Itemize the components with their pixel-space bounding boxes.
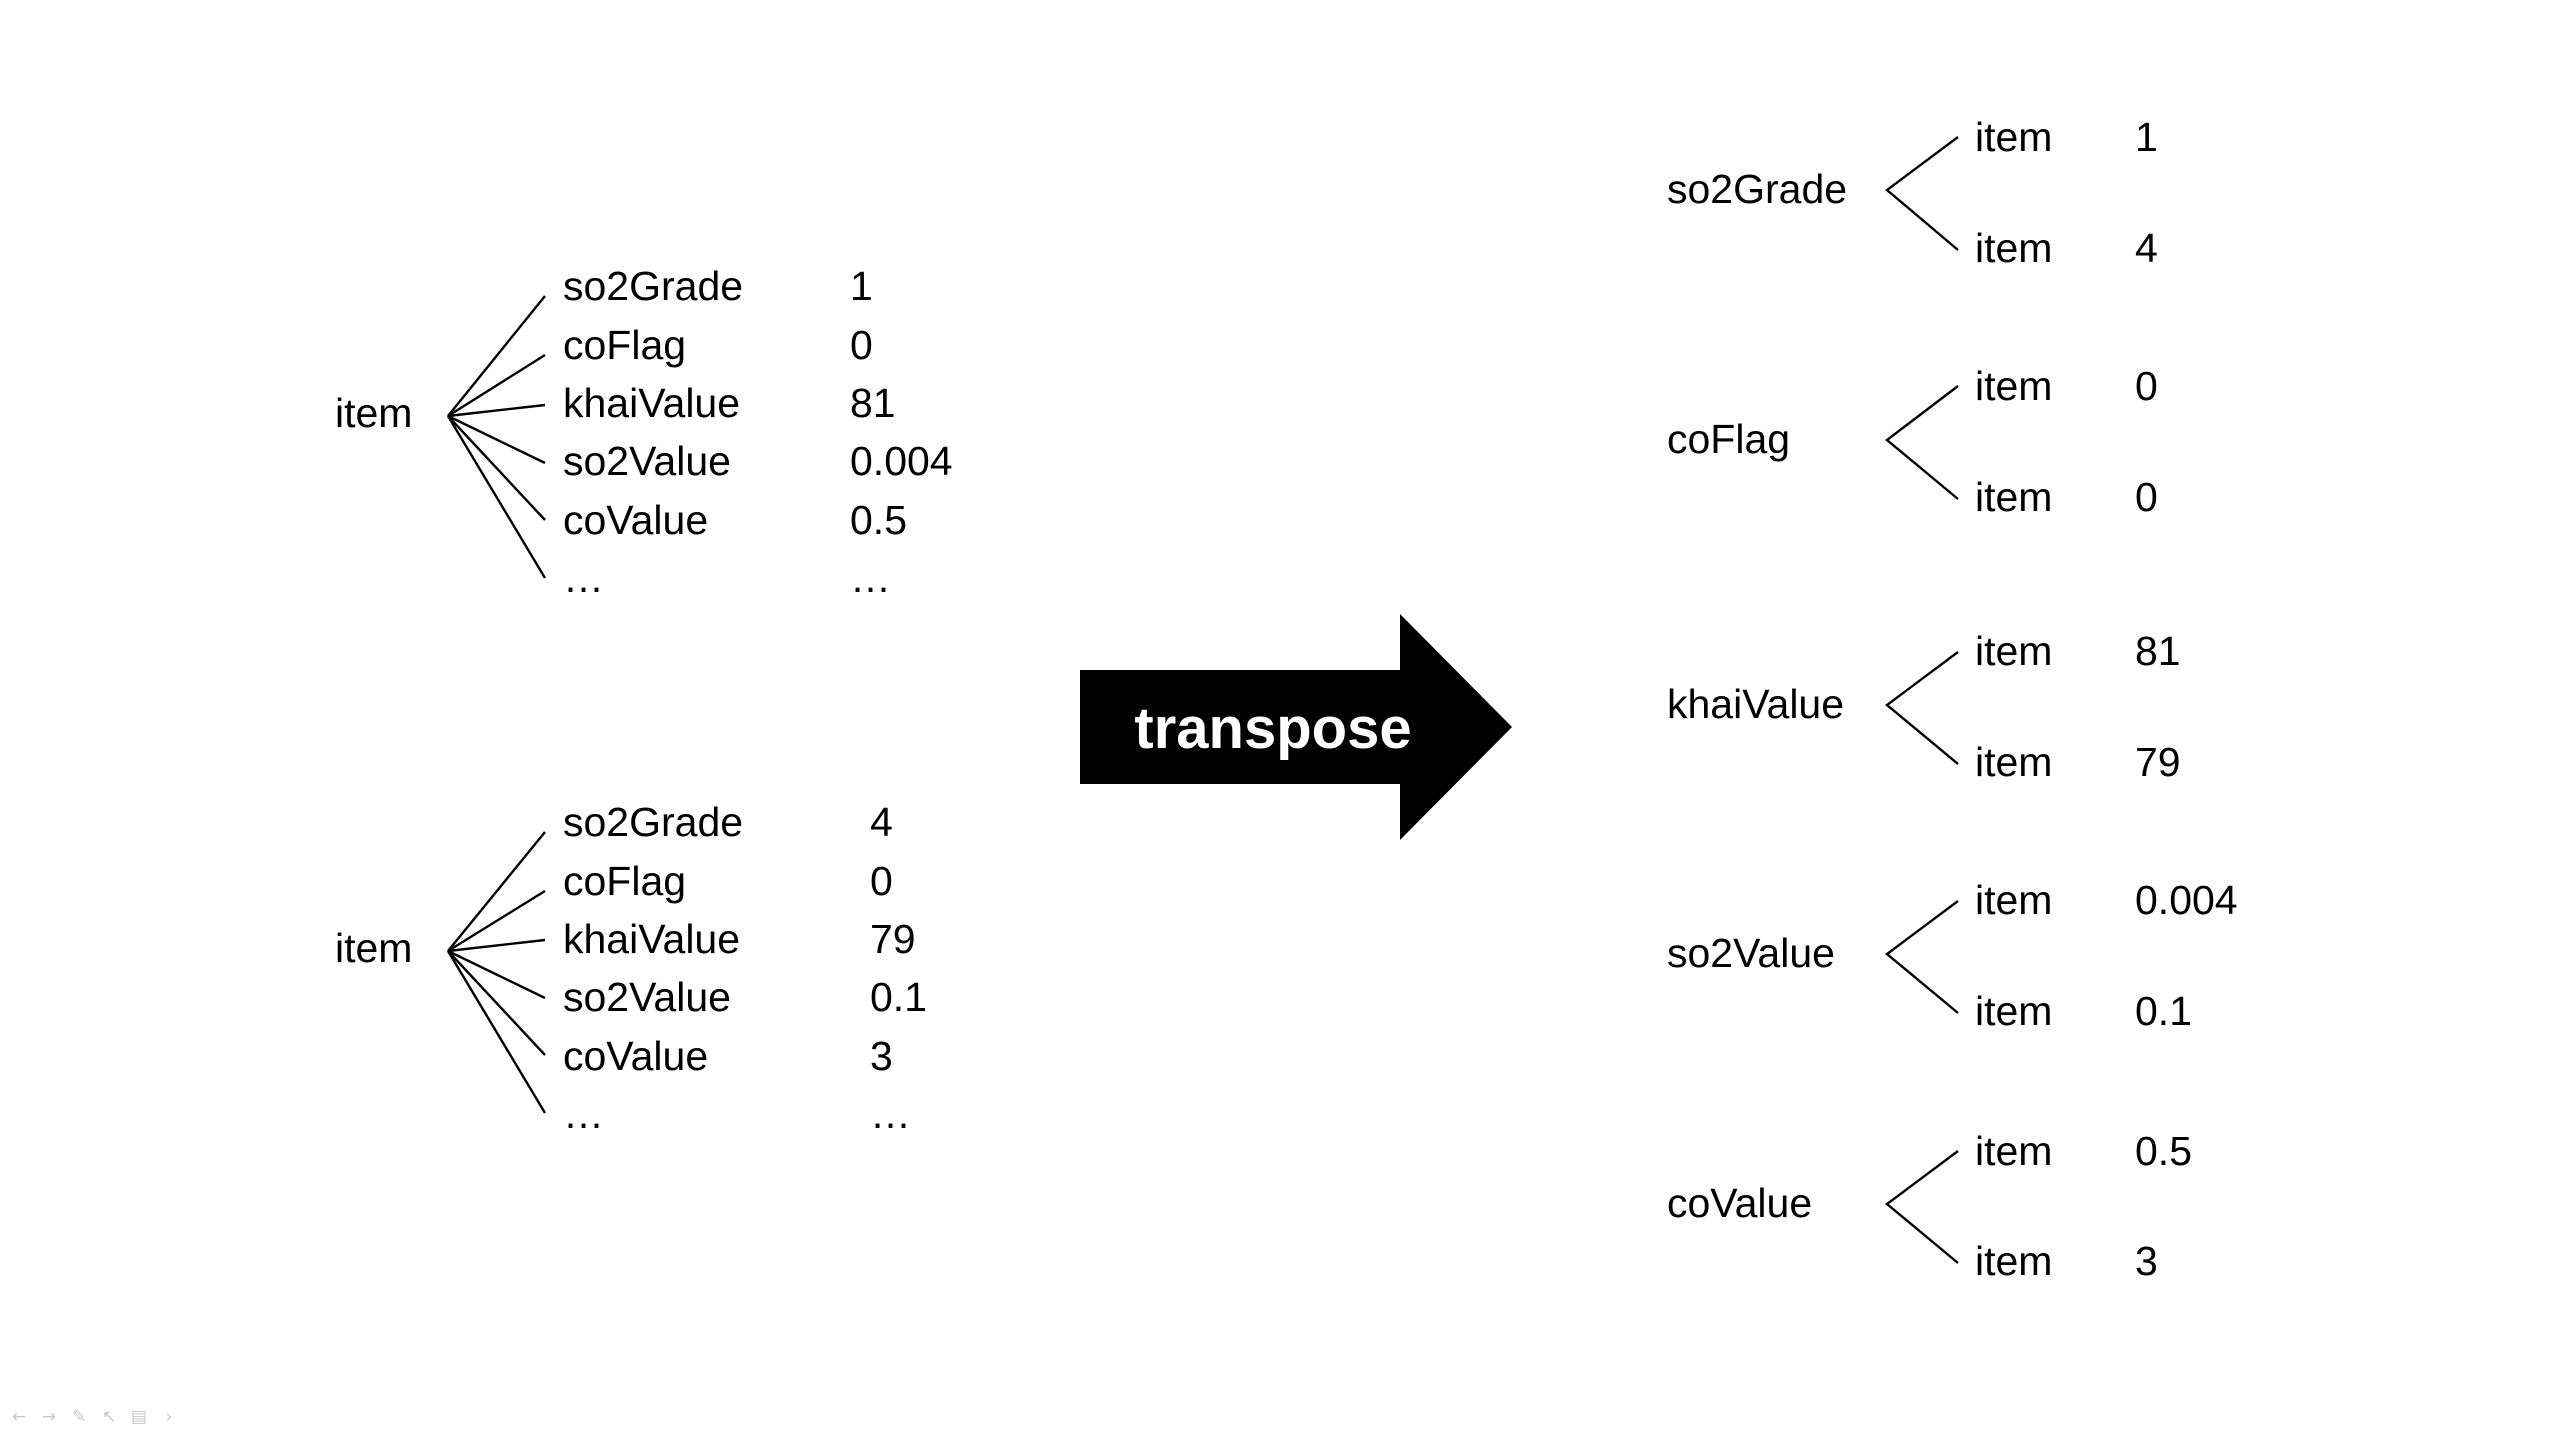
- group-field-label: so2Value: [1667, 930, 1835, 976]
- transposed-group-so2value: so2Value item item 0.004 0.1: [1667, 877, 2238, 1034]
- transposed-group-covalue: coValue item item 0.5 3: [1667, 1128, 2192, 1284]
- group-item-value: 79: [2135, 739, 2181, 785]
- transposed-group-coflag: coFlag item item 0 0: [1667, 363, 2158, 520]
- group-item-label: item: [1975, 628, 2052, 674]
- transpose-arrow: transpose: [1080, 614, 1512, 840]
- field-value: 0: [850, 322, 873, 368]
- field-key: coValue: [563, 497, 708, 543]
- transposed-group-khaivalue: khaiValue item item 81 79: [1667, 628, 2181, 785]
- field-key: coFlag: [563, 322, 686, 368]
- field-key: khaiValue: [563, 916, 740, 962]
- group-item-label: item: [1975, 363, 2052, 409]
- transpose-label: transpose: [1134, 696, 1411, 761]
- field-value: 0.5: [850, 497, 907, 543]
- field-key: coFlag: [563, 858, 686, 904]
- group-item-label: item: [1975, 114, 2052, 160]
- group-item-value: 81: [2135, 628, 2181, 674]
- record-root-label: item: [335, 390, 412, 436]
- group-item-label: item: [1975, 225, 2052, 271]
- group-field-label: so2Grade: [1667, 166, 1847, 212]
- group-item-value: 0.5: [2135, 1128, 2192, 1174]
- arrow-right-icon[interactable]: →: [41, 1407, 57, 1427]
- group-field-label: coValue: [1667, 1180, 1812, 1226]
- field-value: 0: [870, 858, 893, 904]
- group-item-label: item: [1975, 474, 2052, 520]
- field-key: khaiValue: [563, 380, 740, 426]
- group-item-label: item: [1975, 739, 2052, 785]
- chevron-right-icon[interactable]: ›: [165, 1407, 173, 1427]
- field-value: …: [870, 1091, 911, 1137]
- field-key: …: [563, 555, 604, 601]
- group-item-value: 4: [2135, 225, 2158, 271]
- field-key: so2Value: [563, 438, 731, 484]
- group-item-label: item: [1975, 988, 2052, 1034]
- record-root-label: item: [335, 925, 412, 971]
- group-item-label: item: [1975, 877, 2052, 923]
- field-key: so2Value: [563, 974, 731, 1020]
- group-item-label: item: [1975, 1238, 2052, 1284]
- group-item-value: 0: [2135, 474, 2158, 520]
- field-value: 0.004: [850, 438, 953, 484]
- group-field-label: coFlag: [1667, 416, 1790, 462]
- group-field-label: khaiValue: [1667, 681, 1844, 727]
- field-value: 81: [850, 380, 896, 426]
- group-item-label: item: [1975, 1128, 2052, 1174]
- arrow-left-icon[interactable]: ←: [11, 1407, 27, 1427]
- field-value: 79: [870, 916, 916, 962]
- field-value: 1: [850, 263, 873, 309]
- slides-icon[interactable]: ▤: [130, 1407, 148, 1427]
- group-item-value: 0.004: [2135, 877, 2238, 923]
- transposed-group-so2grade: so2Grade item item 1 4: [1667, 114, 2158, 271]
- field-value: 3: [870, 1033, 893, 1079]
- field-value: …: [850, 555, 891, 601]
- slideshow-toolbar: ← → ✎ ↖ ▤ ›: [10, 1408, 178, 1426]
- field-key: …: [563, 1091, 604, 1137]
- group-item-value: 3: [2135, 1238, 2158, 1284]
- pen-icon[interactable]: ✎: [71, 1407, 87, 1427]
- group-item-value: 1: [2135, 114, 2158, 160]
- source-record-2: item so2Grade coFlag khaiValue so2Value …: [335, 799, 927, 1137]
- field-value: 0.1: [870, 974, 927, 1020]
- group-item-value: 0: [2135, 363, 2158, 409]
- group-item-value: 0.1: [2135, 988, 2192, 1034]
- field-key: so2Grade: [563, 799, 743, 845]
- source-record-1: item so2Grade coFlag khaiValue so2Value …: [335, 263, 953, 601]
- field-key: coValue: [563, 1033, 708, 1079]
- pointer-icon[interactable]: ↖: [101, 1407, 117, 1427]
- field-value: 4: [870, 799, 893, 845]
- field-key: so2Grade: [563, 263, 743, 309]
